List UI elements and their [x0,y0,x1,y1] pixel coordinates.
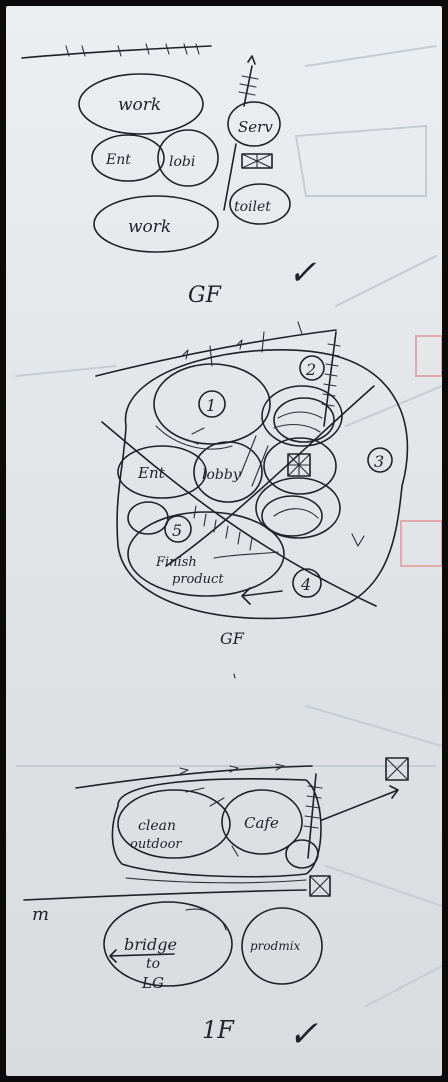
label-ent-top: Ent [105,152,131,168]
show-through-marks [16,46,442,1006]
label-clean-2: outdoor [130,837,182,852]
label-clean-1: clean [138,818,176,834]
number-4: 4 [300,575,311,594]
sketch-paper: work Serv Ent lobi toilet wor [6,6,442,1076]
check-mark-bottom: ✓ [288,1014,318,1055]
floor-label-gf-mid: GF [220,629,245,648]
label-cafe: Cafe [244,814,279,832]
label-bridge-2: to [146,956,160,972]
plan-section-top: work Serv Ent lobi toilet wor [22,44,317,308]
zone-outline [117,350,407,619]
label-toilet: toilet [234,199,271,215]
check-mark-top: ✓ [288,253,317,293]
label-m: m [32,904,49,925]
label-finish-2: product [172,572,224,587]
label-bridge-3: LG [141,974,164,992]
label-work-2: work [128,217,171,237]
label-finish-1: Finish [155,555,197,570]
label-prodmix: prodmix [250,939,301,953]
number-3: 3 [374,452,384,471]
label-bridge-1: bridge [124,935,177,954]
label-work-1: work [118,95,161,115]
plan-section-middle: 1 2 3 4 5 Ent [96,322,407,678]
number-5: 5 [172,521,182,540]
label-lobi: lobi [169,154,195,170]
label-serv: Serv [238,118,273,136]
label-lobby: lobby [202,467,242,483]
floor-label-1f: 1F [202,1016,235,1044]
floor-plan-sketch: work Serv Ent lobi toilet wor [6,6,442,1076]
floor-label-gf-top: GF [188,283,222,308]
number-2: 2 [305,360,316,379]
label-ent-mid: Ent [137,464,166,482]
plan-section-bottom: clean outdoor Cafe m bridge to LG [24,758,408,1055]
number-1: 1 [206,396,216,415]
